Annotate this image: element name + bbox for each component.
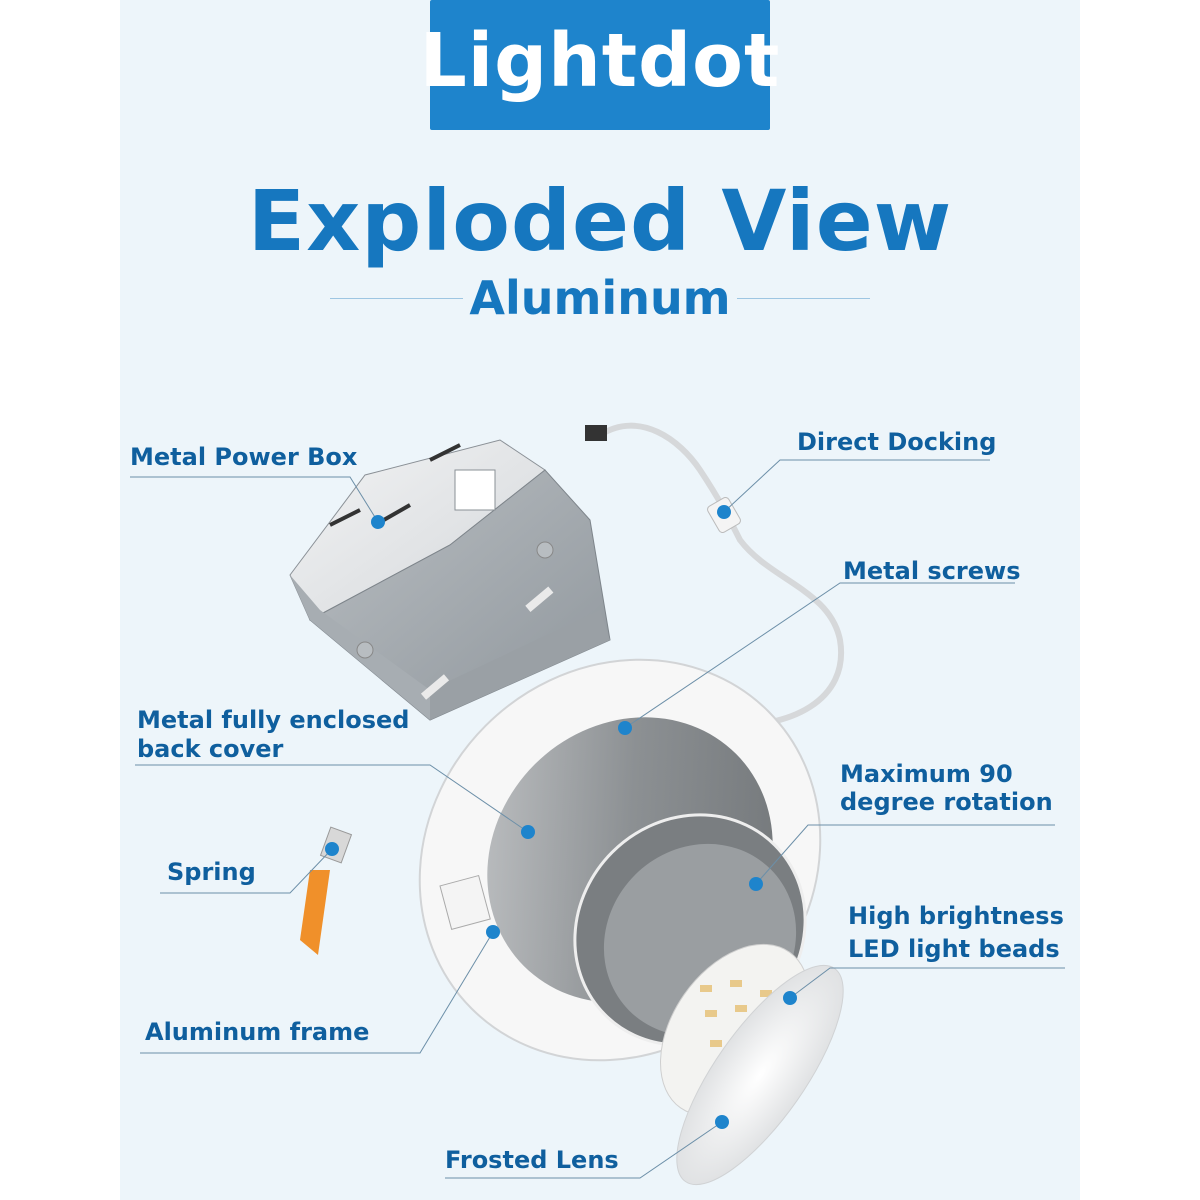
subtitle-rule-left (330, 297, 464, 299)
callout-led-beads-line1: High brightness (848, 902, 1064, 930)
callout-rotation-line1: Maximum 90 (840, 760, 1013, 788)
callout-led-beads-line2: LED light beads (848, 935, 1060, 963)
brand-logo: Lightdot (420, 0, 779, 130)
callout-metal-screws: Metal screws (843, 557, 1021, 585)
metal-power-box-illustration (289, 439, 611, 721)
callout-markers (325, 505, 797, 1129)
page-subtitle: Aluminum (469, 271, 731, 325)
page-title: Exploded View (247, 172, 953, 270)
callout-back-cover-line1: Metal fully enclosed (137, 706, 410, 734)
frosted-lens-illustration (676, 964, 844, 1186)
brand-name: Lightdot (419, 18, 781, 104)
callout-spring: Spring (167, 858, 256, 886)
subtitle-row: Aluminum (330, 268, 870, 328)
callout-metal-power-box: Metal Power Box (130, 443, 358, 471)
callout-frosted-lens: Frosted Lens (445, 1146, 619, 1174)
callout-direct-docking: Direct Docking (797, 428, 997, 456)
callout-rotation-line2: degree rotation (840, 788, 1053, 816)
callout-aluminum-frame: Aluminum frame (145, 1018, 370, 1046)
leader-lines (130, 459, 1065, 1179)
callout-back-cover-line2: back cover (137, 735, 284, 763)
subtitle-rule-right (736, 297, 870, 299)
